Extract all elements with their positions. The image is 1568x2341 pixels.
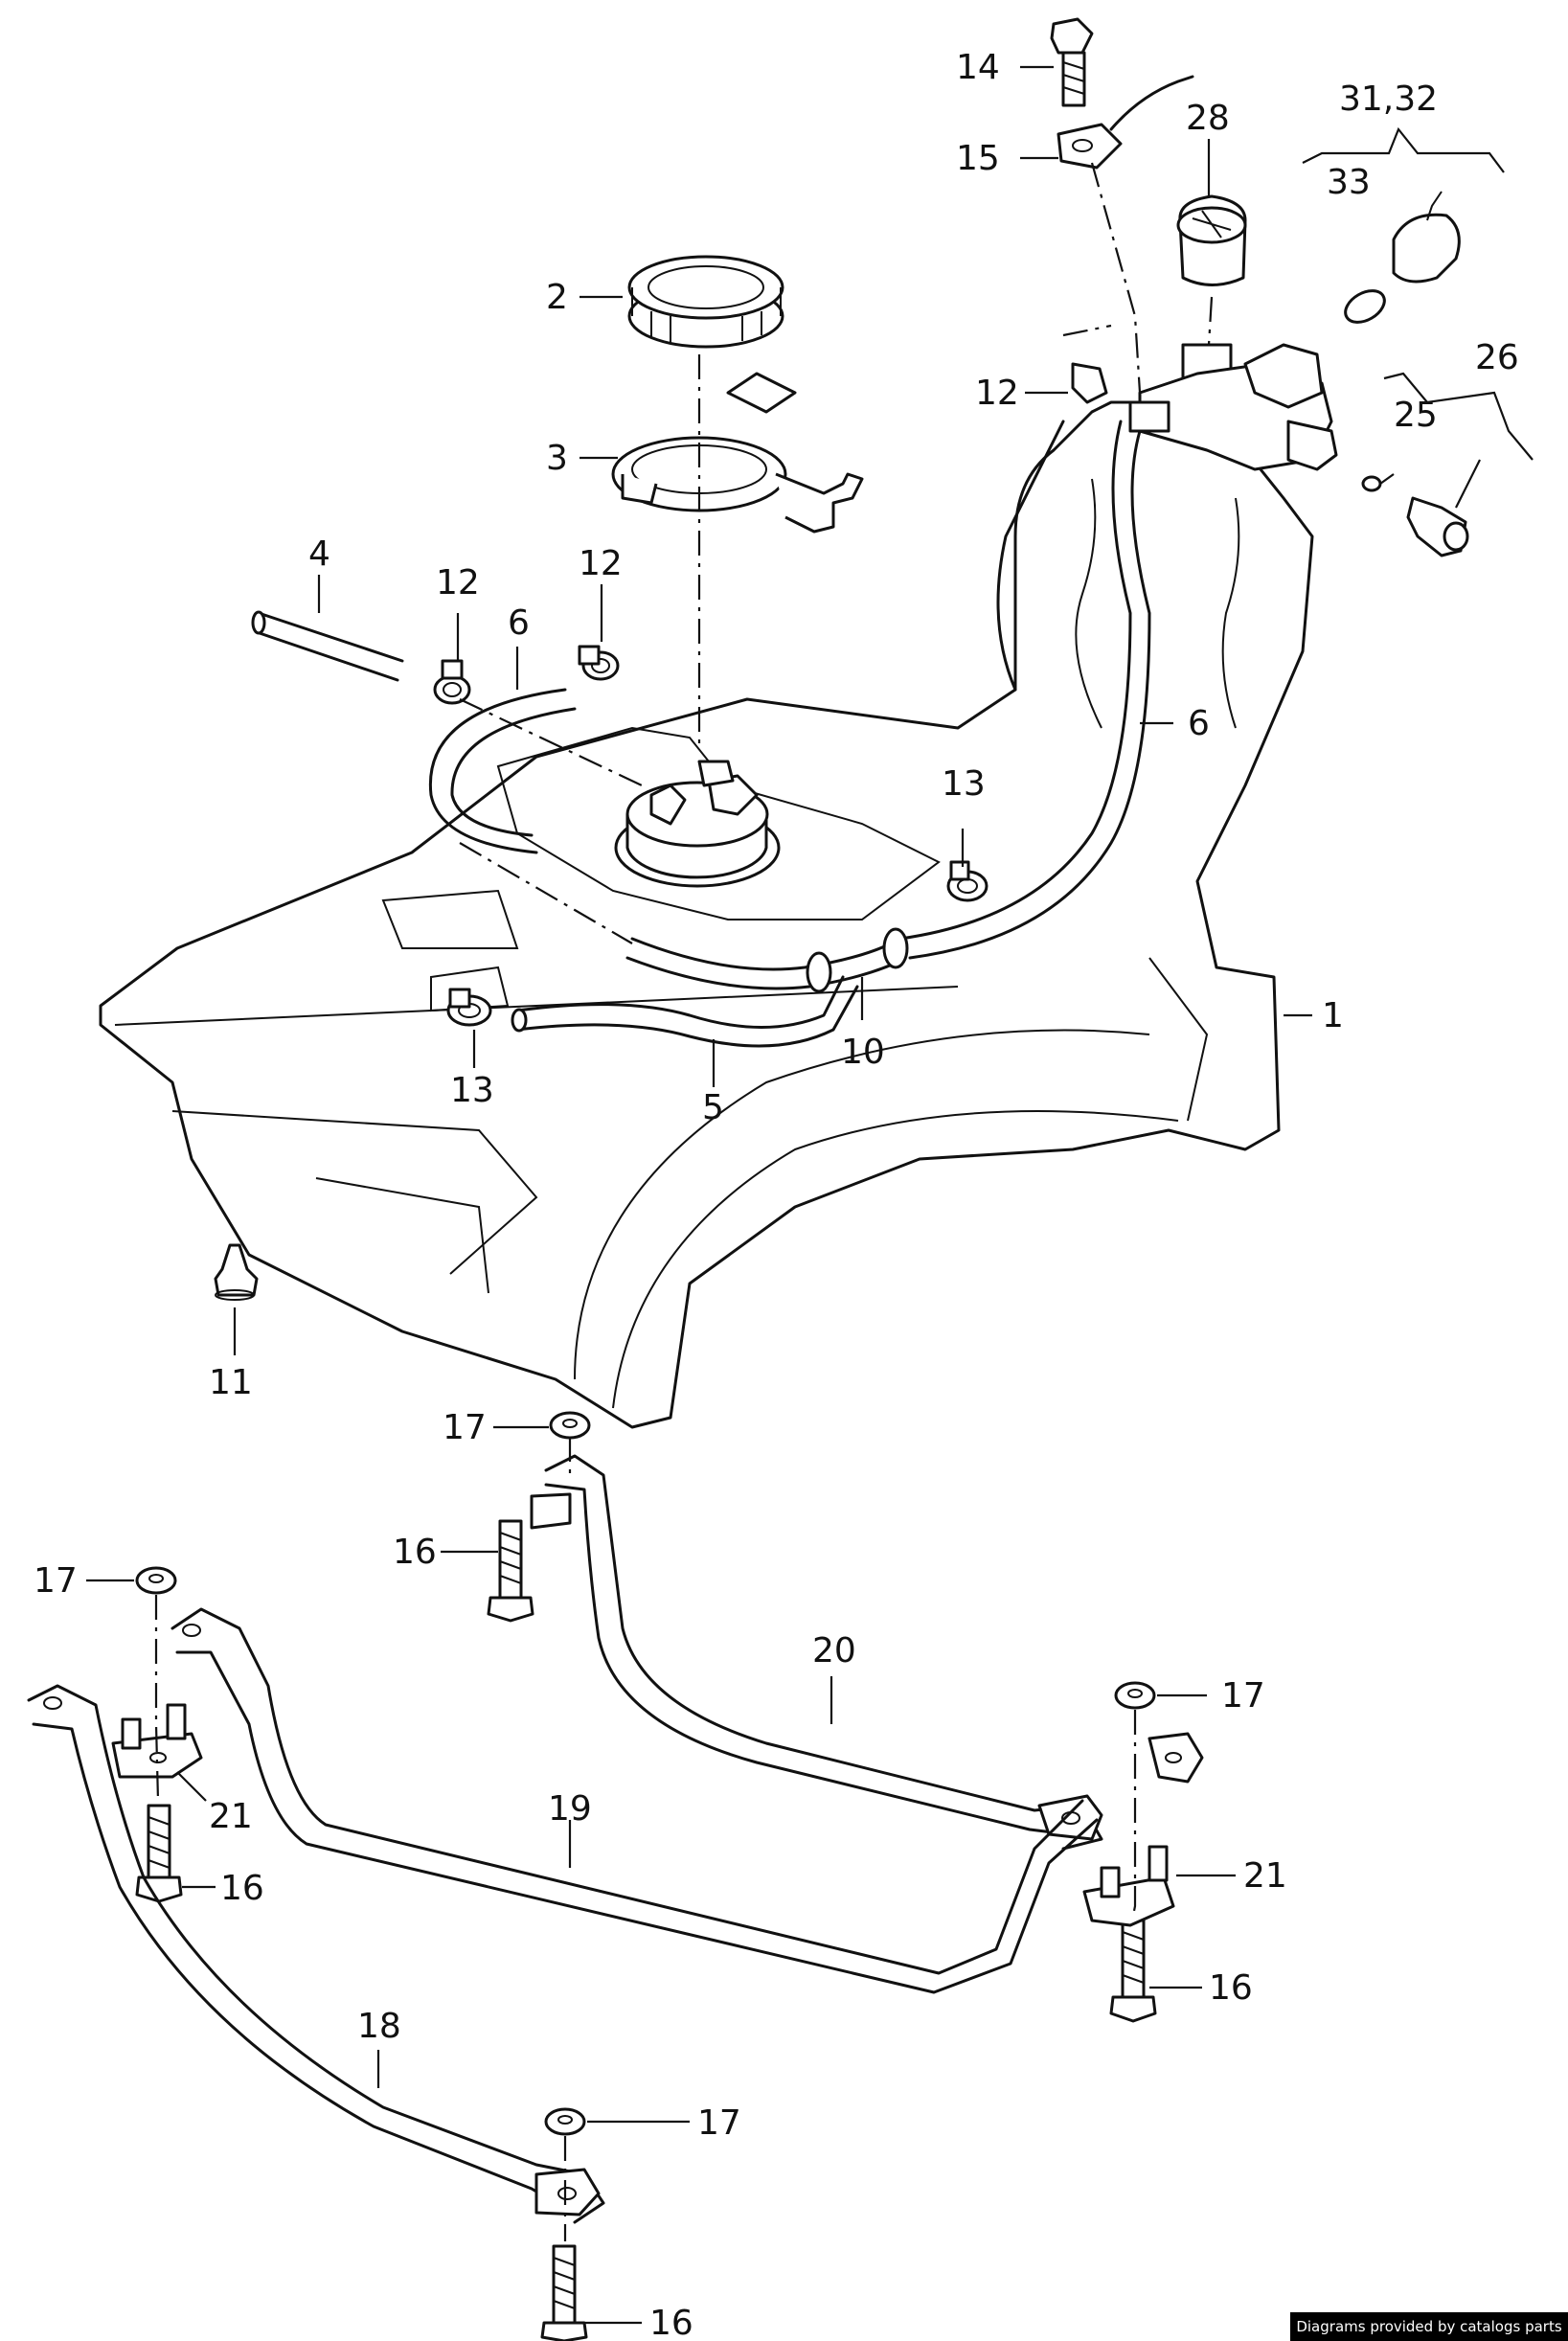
label-13b: 13 [450, 1071, 494, 1110]
clamp-12-left [433, 659, 471, 705]
label-17c: 17 [1221, 1676, 1265, 1716]
bracket-right-upper [1148, 1732, 1204, 1784]
label-16d: 16 [649, 2304, 693, 2341]
label-19: 19 [548, 1789, 592, 1829]
label-16b: 16 [220, 1869, 264, 1908]
label-6a: 6 [508, 603, 530, 643]
label-13a: 13 [942, 764, 986, 804]
lock-ring [627, 255, 784, 349]
label-15: 15 [956, 139, 1000, 178]
bolt-16-d [540, 2244, 588, 2341]
label-18: 18 [357, 2007, 401, 2046]
label-16c: 16 [1209, 1968, 1253, 2008]
label-25: 25 [1394, 396, 1438, 435]
bracket-21-left [111, 1703, 203, 1779]
ground-wire-15 [1057, 75, 1194, 170]
oring-and-vent-valve-31-33 [1344, 191, 1461, 324]
label-28: 28 [1186, 99, 1230, 138]
filler-neck-top [1128, 343, 1338, 471]
clamp-13-mid [946, 860, 989, 902]
alignment-lines [154, 162, 1214, 2241]
breather-hose-4 [251, 610, 404, 682]
clamp-12-mid [578, 645, 620, 681]
label-21b: 21 [1243, 1856, 1287, 1896]
diagram-credit: Diagrams provided by catalogs parts [1290, 2312, 1568, 2341]
washer-17-bottom [544, 2107, 586, 2136]
label-31-32: 31,32 [1339, 80, 1438, 119]
bolt-14 [1050, 17, 1094, 107]
label-6b: 6 [1188, 704, 1210, 743]
hose-10 [625, 927, 909, 993]
bump-stop-11 [214, 1243, 259, 1301]
label-14: 14 [956, 48, 1000, 87]
clamp-13-left [446, 988, 492, 1027]
label-12a: 12 [436, 563, 480, 602]
label-2: 2 [546, 278, 568, 317]
label-33: 33 [1327, 163, 1371, 202]
strap-19 [170, 1607, 1099, 1994]
label-17b: 17 [34, 1561, 78, 1601]
hose-6-left [428, 688, 577, 854]
hose-6-right [898, 420, 1151, 960]
valve-26 [1406, 496, 1469, 557]
label-5: 5 [702, 1088, 724, 1127]
washer-17-right [1114, 1681, 1156, 1710]
label-17a: 17 [443, 1408, 487, 1447]
bolt-16-b [135, 1804, 183, 1903]
bolt-16-c [1109, 1919, 1157, 2023]
leader-lines [86, 65, 1534, 2325]
bracket-21-right [1082, 1845, 1175, 1927]
label-10: 10 [841, 1033, 885, 1072]
label-16a: 16 [393, 1533, 437, 1572]
fuel-sender-unit [614, 760, 781, 888]
label-3: 3 [546, 439, 568, 478]
clamp-12-top [1071, 362, 1108, 404]
label-26: 26 [1475, 338, 1519, 377]
fuel-tank [99, 400, 1314, 1429]
label-12b: 12 [579, 544, 623, 583]
label-21a: 21 [209, 1797, 253, 1836]
label-1: 1 [1322, 996, 1344, 1035]
bolt-16-a [487, 1519, 534, 1623]
washer-17-top [549, 1411, 591, 1440]
label-12c: 12 [975, 374, 1019, 413]
strap-18 [27, 1684, 605, 2224]
washer-17-left [135, 1566, 177, 1595]
label-17d: 17 [697, 2103, 741, 2143]
label-4: 4 [308, 534, 330, 574]
label-11: 11 [209, 1363, 253, 1402]
callout-labels: 1 2 3 4 12 6 12 6 13 10 5 13 11 14 15 12… [34, 48, 1519, 2341]
oring-25 [1361, 475, 1382, 492]
label-20: 20 [812, 1631, 856, 1671]
hose-5 [511, 975, 859, 1048]
seal-ring-bracket [611, 372, 864, 534]
cap-28 [1176, 194, 1247, 286]
